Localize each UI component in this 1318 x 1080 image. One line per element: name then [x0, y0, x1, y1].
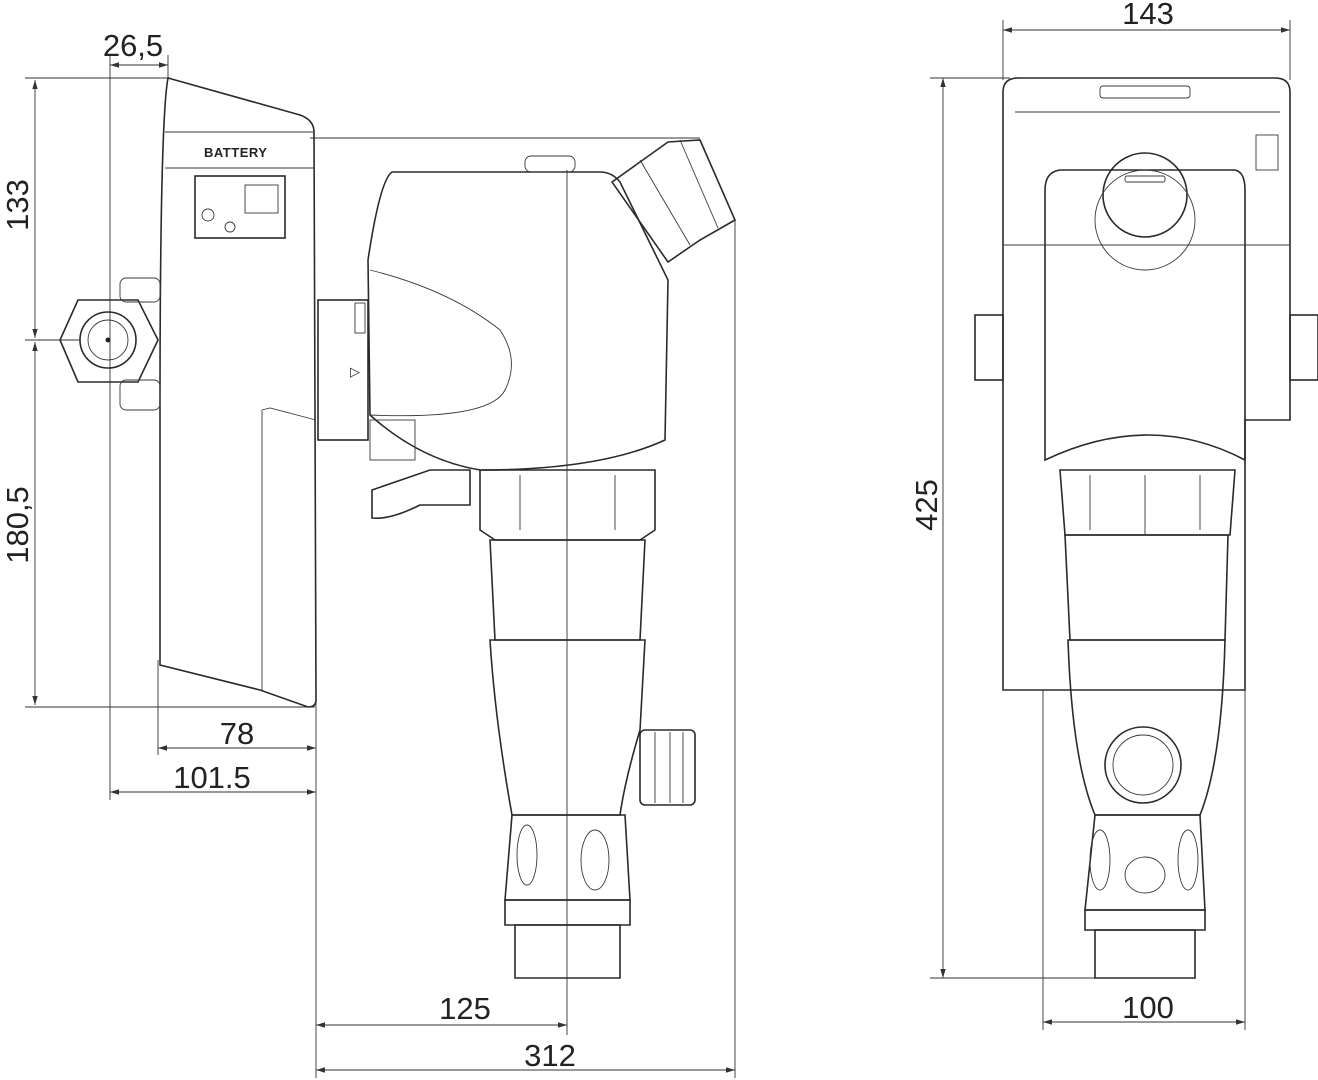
front-view: [974, 77, 1318, 979]
control-knob: [1102, 152, 1188, 238]
dim-height-upper: 133: [0, 179, 35, 231]
dim-front-height: 425: [909, 479, 944, 531]
extension-lines: [25, 20, 1291, 1078]
dimension-lines: [32, 27, 1290, 1073]
flow-arrow-icon: ▷: [350, 364, 360, 379]
vent-grille: [1255, 134, 1279, 171]
dim-front-bottom-width: 100: [1122, 990, 1174, 1025]
dim-offset-top: 26,5: [103, 28, 163, 63]
connector-panel: [194, 175, 286, 239]
dim-total-width: 312: [524, 1038, 576, 1073]
battery-label: BATTERY: [204, 145, 267, 160]
dim-center-distance: 125: [439, 991, 491, 1026]
dim-height-lower: 180,5: [0, 486, 35, 564]
network-port-icon: [244, 184, 279, 214]
dim-depth-total: 101.5: [173, 760, 251, 795]
battery-housing: BATTERY: [159, 76, 317, 708]
filter-head-side: ▷: [317, 139, 737, 520]
inlet-fitting: [59, 277, 161, 411]
dc-jack-icon: [201, 208, 215, 222]
filter-bowl-side: [479, 469, 696, 979]
dim-depth-body: 78: [220, 716, 254, 751]
dim-front-width: 143: [1122, 0, 1174, 31]
